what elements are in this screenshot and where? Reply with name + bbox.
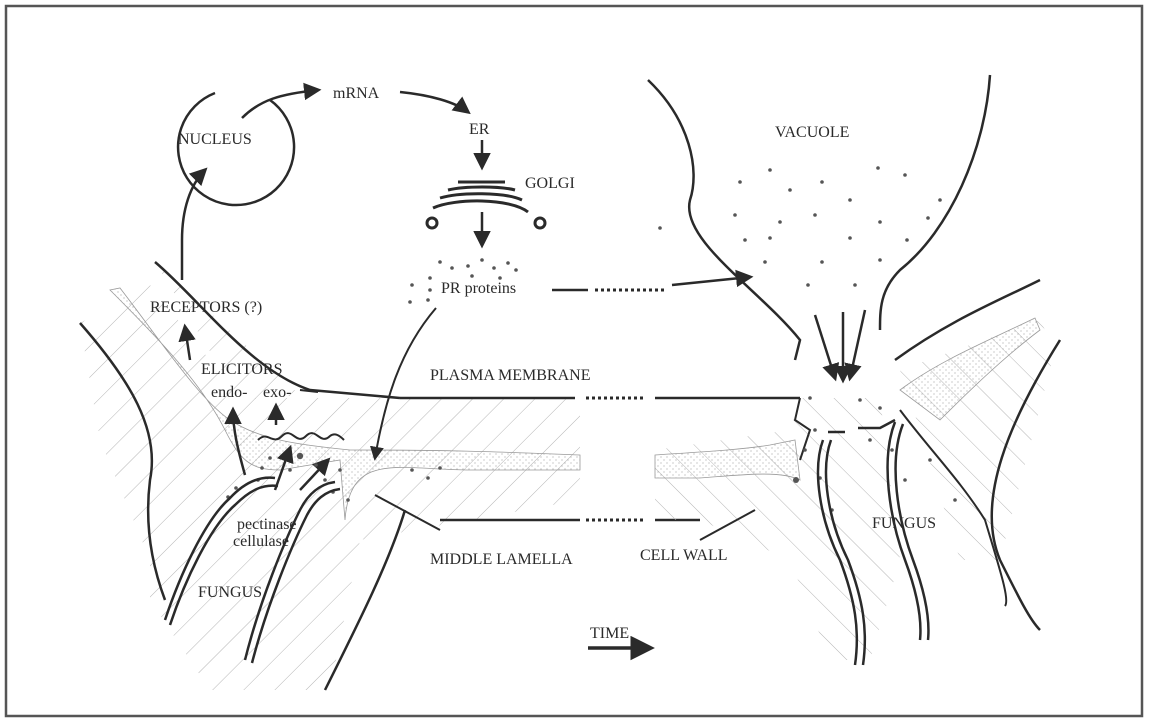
vacuole-release-arrow-3	[850, 310, 865, 378]
vacuole-dots	[658, 166, 942, 287]
middle-lamella-label: MIDDLE LAMELLA	[430, 552, 573, 568]
fungus-left-label: FUNGUS	[198, 585, 262, 601]
cell-wall-label: CELL WALL	[640, 548, 728, 564]
er-label: ER	[469, 122, 489, 138]
cellulase-label: cellulase	[233, 534, 289, 550]
endo-label: endo-	[211, 385, 247, 401]
receptors-to-nucleus-arrow	[182, 170, 205, 280]
left-cell-wall-hatch	[80, 285, 580, 690]
fungus-right-label: FUNGUS	[872, 516, 936, 532]
vacuole-membrane-left	[648, 80, 800, 360]
receptors-label: RECEPTORS (?)	[150, 300, 262, 316]
pr-to-vacuole-arrow	[672, 277, 750, 285]
nucleus-outline	[178, 93, 294, 205]
elicitors-label: ELICITORS	[201, 362, 282, 378]
vacuole-release-arrow-1	[815, 315, 835, 378]
nucleus-to-mrna-arrow	[242, 90, 318, 118]
pectinase-label: pectinase	[237, 517, 297, 533]
vacuole-membrane-right	[880, 75, 990, 330]
nucleus-label: NUCLEUS	[178, 132, 252, 148]
plasma-membrane-label: PLASMA MEMBRANE	[430, 368, 590, 384]
time-label: TIME	[590, 626, 629, 642]
mrna-to-er-arrow	[400, 92, 468, 112]
golgi-label: GOLGI	[525, 176, 575, 192]
vacuole-label: VACUOLE	[775, 125, 849, 141]
pr-proteins-label: PR proteins	[441, 281, 516, 297]
mrna-label: mRNA	[333, 86, 379, 102]
exo-label: exo-	[263, 385, 291, 401]
